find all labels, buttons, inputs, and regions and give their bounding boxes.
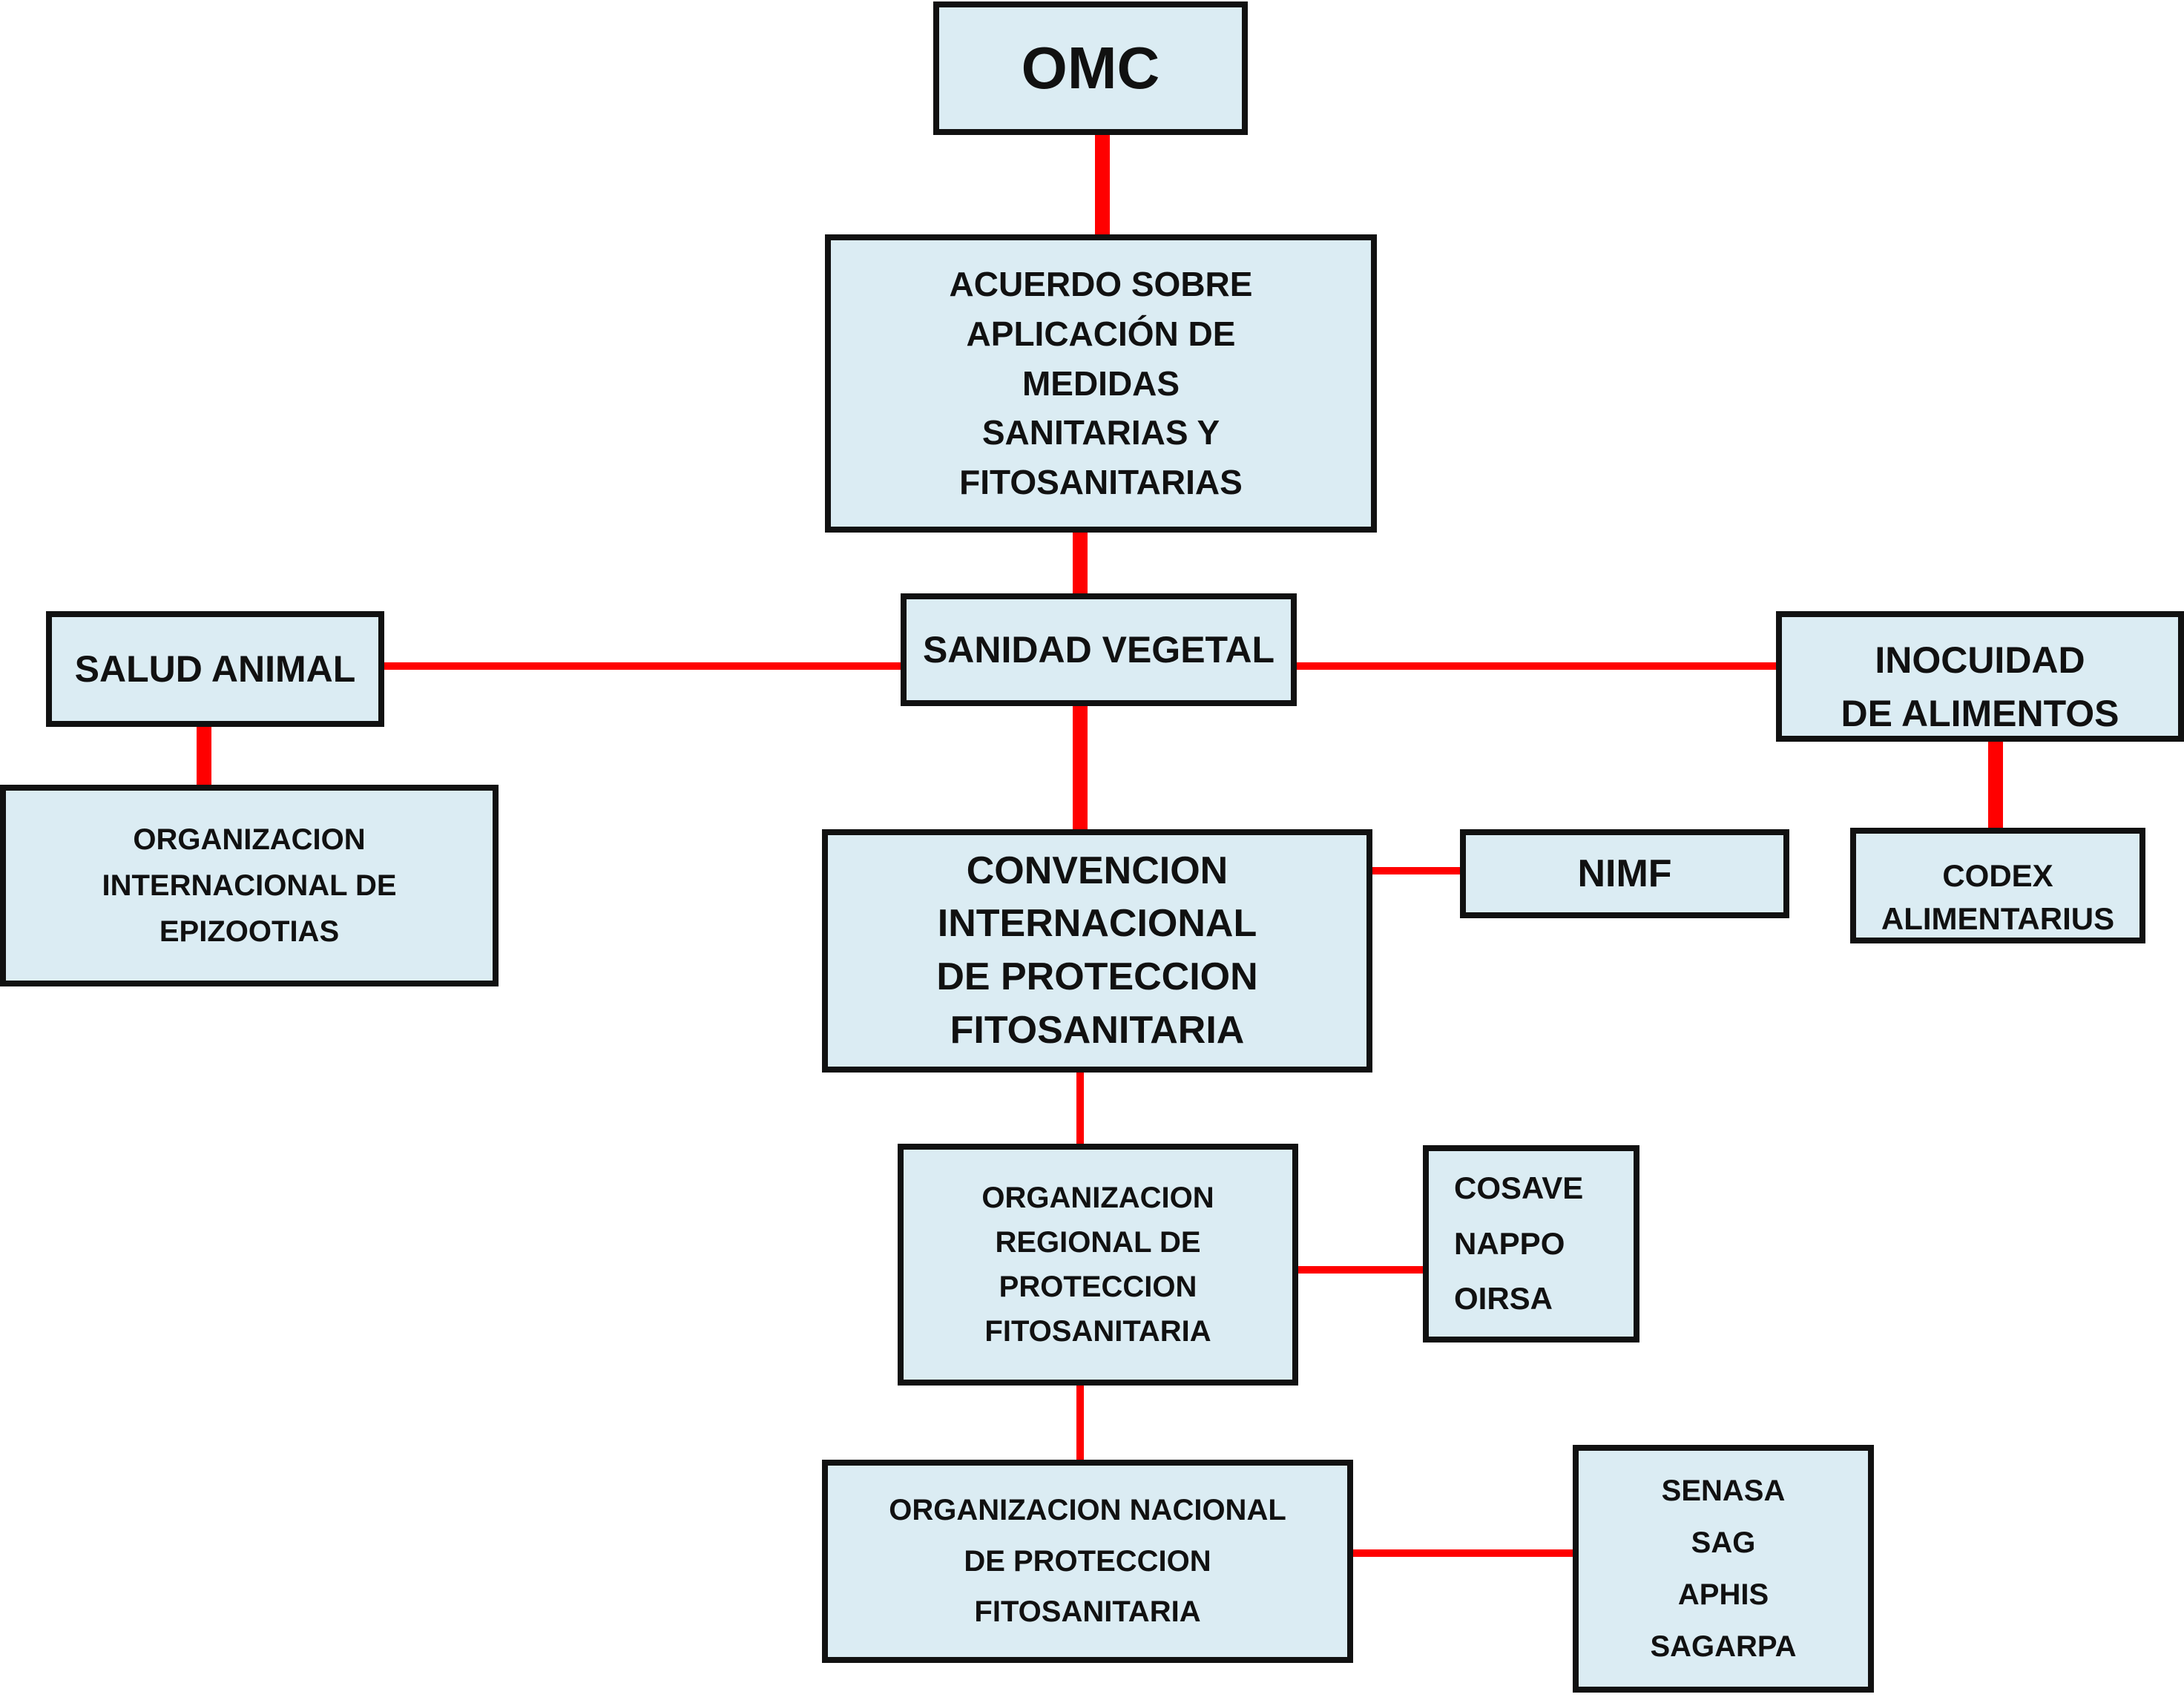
cipf-line-3: DE PROTECCION	[936, 955, 1258, 998]
codex-line-2: ALIMENTARIUS	[1881, 900, 2115, 936]
orpf-line-2: REGIONAL DE	[995, 1226, 1201, 1259]
node-organizacion-nacional: ORGANIZACION NACIONAL DE PROTECCION FITOSA…	[822, 1460, 1353, 1663]
acuerdo-line-3: MEDIDAS	[1022, 363, 1180, 403]
oie-line-2: INTERNACIONAL DE	[102, 869, 397, 902]
regionales-line-1: COSAVE	[1454, 1170, 1584, 1205]
nacionales-line-2: SAG	[1691, 1526, 1756, 1559]
omc-line-1: OMC	[1021, 35, 1160, 101]
cipf-line-1: CONVENCION	[966, 849, 1228, 892]
orpf-line-4: FITOSANITARIA	[984, 1315, 1211, 1348]
sanidad-line-1: SANIDAD VEGETAL	[922, 629, 1275, 671]
acuerdo-line-1: ACUERDO SOBRE	[949, 265, 1253, 304]
node-sanidad-vegetal: SANIDAD VEGETAL	[901, 593, 1297, 706]
onpf-line-3: FITOSANITARIA	[974, 1595, 1201, 1629]
oie-line-1: ORGANIZACION	[133, 823, 366, 856]
node-inocuidad-alimentos: INOCUIDAD DE ALIMENTOS	[1776, 611, 2184, 742]
node-acuerdo-msf: ACUERDO SOBRE APLICACIÓN DE MEDIDAS SANITAR…	[825, 234, 1377, 533]
acuerdo-line-4: SANITARIAS Y	[981, 413, 1220, 452]
inocuidad-line-1: INOCUIDAD	[1875, 639, 2085, 681]
orpf-line-1: ORGANIZACION	[981, 1182, 1214, 1214]
oie-line-3: EPIZOOTIAS	[159, 915, 340, 948]
acuerdo-line-5: FITOSANITARIAS	[959, 463, 1243, 502]
cipf-line-2: INTERNACIONAL	[937, 902, 1257, 946]
onpf-line-1: ORGANIZACION NACIONAL	[889, 1493, 1286, 1526]
node-salud-animal: SALUD ANIMAL	[46, 611, 384, 727]
cipf-line-4: FITOSANITARIA	[950, 1008, 1245, 1052]
codex-line-1: CODEX	[1942, 858, 2053, 893]
onpf-line-2: DE PROTECCION	[964, 1544, 1211, 1578]
salud-line-1: SALUD ANIMAL	[74, 648, 356, 690]
orpf-line-3: PROTECCION	[999, 1271, 1197, 1303]
nacionales-line-3: APHIS	[1677, 1578, 1769, 1611]
nacionales-line-4: SAGARPA	[1650, 1630, 1797, 1663]
node-organizaciones-nacionales: SENASA SAG APHIS SAGARPA	[1573, 1445, 1874, 1693]
node-organizacion-epizootias: ORGANIZACION INTERNACIONAL DE EPIZOOTIAS	[0, 785, 499, 986]
node-organizaciones-regionales: COSAVE NAPPO OIRSA	[1423, 1145, 1639, 1342]
nacionales-line-1: SENASA	[1661, 1475, 1786, 1507]
regionales-line-3: OIRSA	[1454, 1281, 1553, 1317]
regionales-line-2: NAPPO	[1454, 1225, 1565, 1261]
node-organizacion-regional: ORGANIZACION REGIONAL DE PROTECCION FITOSAN…	[898, 1144, 1298, 1386]
nimf-line-1: NIMF	[1577, 851, 1672, 895]
node-convencion-cipf: CONVENCION INTERNACIONAL DE PROTECCION FITO…	[822, 829, 1372, 1073]
node-omc: OMC	[933, 1, 1248, 135]
node-nimf: NIMF	[1460, 829, 1789, 918]
inocuidad-line-2: DE ALIMENTOS	[1841, 693, 2119, 734]
node-codex-alimentarius: CODEX ALIMENTARIUS	[1850, 828, 2145, 943]
acuerdo-line-2: APLICACIÓN DE	[966, 314, 1236, 353]
